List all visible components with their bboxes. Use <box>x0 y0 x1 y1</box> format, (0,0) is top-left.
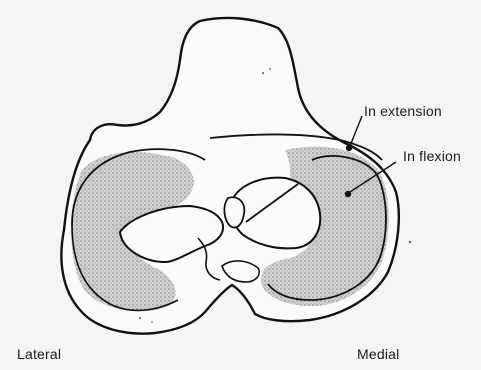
extension-point <box>346 145 352 151</box>
lateral-label: Lateral <box>17 346 61 362</box>
in-extension-label: In extension <box>364 103 442 119</box>
medial-label: Medial <box>357 346 399 362</box>
intercondylar-spine <box>224 197 244 227</box>
extension-leader-line <box>350 116 362 146</box>
flexion-point <box>345 191 351 197</box>
in-flexion-label: In flexion <box>403 148 461 164</box>
